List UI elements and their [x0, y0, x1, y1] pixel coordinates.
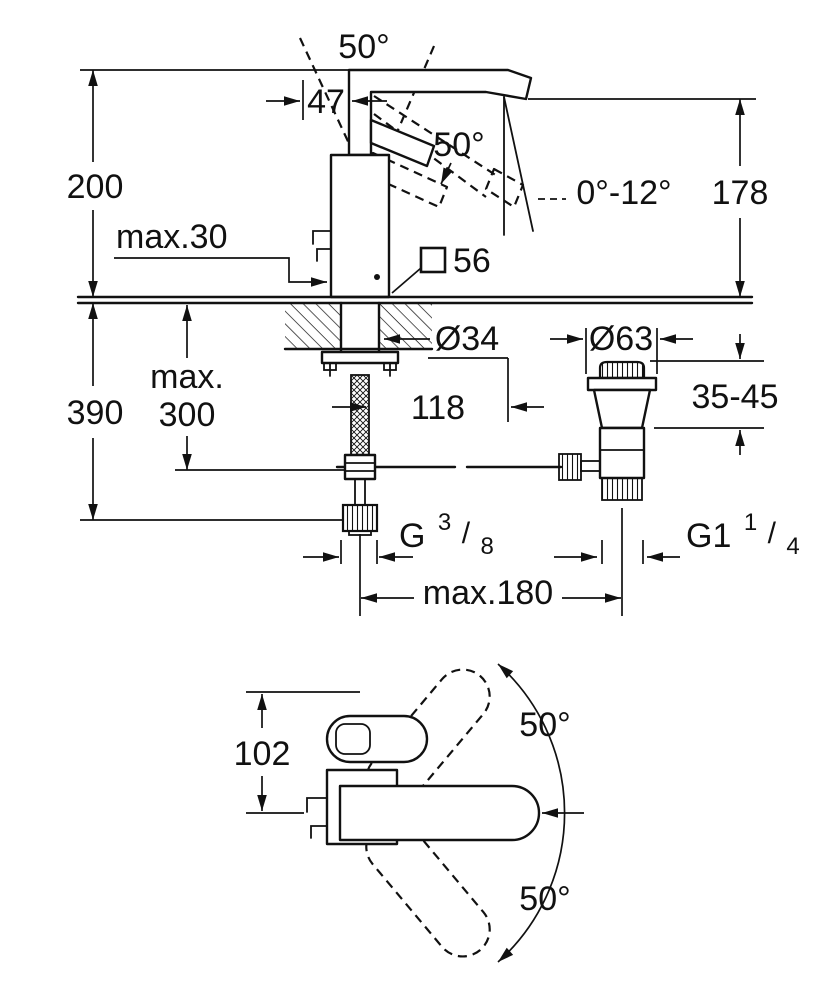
handle-cap-detail: [335, 723, 371, 755]
pop-up-waste: [558, 360, 658, 501]
dim-dia34: Ø34: [384, 320, 508, 359]
top-view: 102 50° 50°: [234, 663, 584, 963]
waste-thread-den: 4: [786, 533, 799, 560]
square-symbol: [419, 246, 447, 274]
max180-label: max.180: [423, 574, 553, 612]
dim-max30-leader: [114, 257, 327, 287]
dim-max300-value: 300: [159, 396, 216, 434]
square56-leader: [391, 267, 422, 294]
supply-fitting: [341, 503, 379, 533]
square56-label: 56: [453, 242, 491, 280]
swivel-angle-label: 50°: [338, 28, 389, 66]
dim-390-label: 390: [67, 394, 124, 432]
faucet-body: [329, 153, 391, 299]
handle-lever: [369, 118, 436, 168]
body-pin: [374, 274, 380, 280]
spout-tip-ghost: [484, 167, 525, 209]
body-clip: [312, 230, 332, 262]
mounting-nut-right: [383, 362, 397, 371]
dim-max300: max. 300: [150, 305, 344, 471]
dim-35-45-label: 35-45: [692, 378, 779, 416]
waste-lever-rod: [580, 460, 602, 472]
dim-118-label: 118: [411, 389, 465, 427]
swivel-up-label: 50°: [519, 706, 570, 744]
deck-hatch-left: [285, 303, 341, 349]
supply-thread-base: G: [399, 517, 425, 555]
spout-tilt-ghost-line-upper: [373, 95, 498, 177]
waste-knob: [598, 360, 646, 380]
dim-square56: 56: [391, 242, 491, 294]
dim-supply-thread: G 3 / 8: [303, 500, 494, 564]
waste-thread: [601, 477, 643, 501]
hose-stem: [354, 478, 366, 506]
dim-35-45: 35-45: [650, 334, 778, 455]
dim-102: 102: [234, 691, 360, 814]
dim-tilt-range: 0°-12°: [538, 174, 672, 212]
dim-47-label: 47: [307, 83, 345, 121]
rod-tee-detail: [344, 462, 376, 472]
waste-thread-num: 1: [744, 509, 757, 536]
dim-max180: max.180: [359, 508, 623, 616]
dim-max300-word: max.: [150, 358, 224, 396]
dim-178: 178: [528, 98, 769, 297]
dim-lift-angle: 50°: [433, 126, 485, 185]
waste-taper: [592, 388, 652, 430]
mounting-plate: [320, 350, 400, 365]
dim-waste-thread: G1 1 / 4: [554, 500, 800, 564]
waste-lever-knob: [558, 453, 582, 481]
dim-dia63: Ø63: [550, 320, 693, 374]
spout-swivel-ghost-down: [365, 818, 491, 958]
dim-200-label: 200: [67, 168, 124, 206]
dim-200: 200: [67, 69, 352, 297]
rod-tee-nut: [343, 453, 377, 481]
lift-angle-label: 50°: [433, 126, 484, 164]
dim-390: 390: [67, 303, 344, 521]
dim-47: 47: [266, 80, 387, 121]
dim-118: 118: [332, 358, 544, 427]
swivel-arc-dimension: 50° 50°: [497, 663, 584, 963]
dim-max30: max.30: [114, 218, 327, 287]
swivel-down-label: 50°: [519, 880, 570, 918]
body-clip-top-view: [306, 797, 328, 839]
supply-hose: [350, 374, 370, 456]
waste-thread-label: G1 1 / 4: [686, 500, 800, 560]
deck-hatch-right: [379, 303, 432, 349]
supply-thread-slash: /: [462, 517, 471, 550]
dia34-label: Ø34: [435, 320, 499, 358]
supply-thread-den: 8: [481, 533, 494, 560]
waste-body: [598, 426, 646, 480]
spout-top-view: [338, 784, 541, 842]
dim-102-label: 102: [234, 735, 291, 773]
waste-thread-base: G1: [686, 517, 731, 555]
handle-swivel-ghost-line-left: [299, 37, 353, 151]
dim-178-label: 178: [712, 174, 769, 212]
dia63-label: Ø63: [589, 320, 653, 358]
waste-thread-slash: /: [768, 517, 777, 550]
lift-angle-leader: [440, 162, 453, 185]
tilt-range-label: 0°-12°: [576, 174, 671, 212]
supply-thread-label: G 3 / 8: [399, 500, 494, 560]
tilt-reference-slanted: [503, 96, 534, 232]
side-view: [76, 37, 754, 536]
handle-top-view: [325, 714, 429, 764]
mounting-nut-left: [323, 362, 337, 371]
supply-thread-num: 3: [438, 509, 451, 536]
waste-flange: [586, 376, 658, 392]
side-view-dimensions: 200 178 390 max. 300 max.30: [67, 28, 800, 616]
dim-max30-label: max.30: [116, 218, 228, 256]
